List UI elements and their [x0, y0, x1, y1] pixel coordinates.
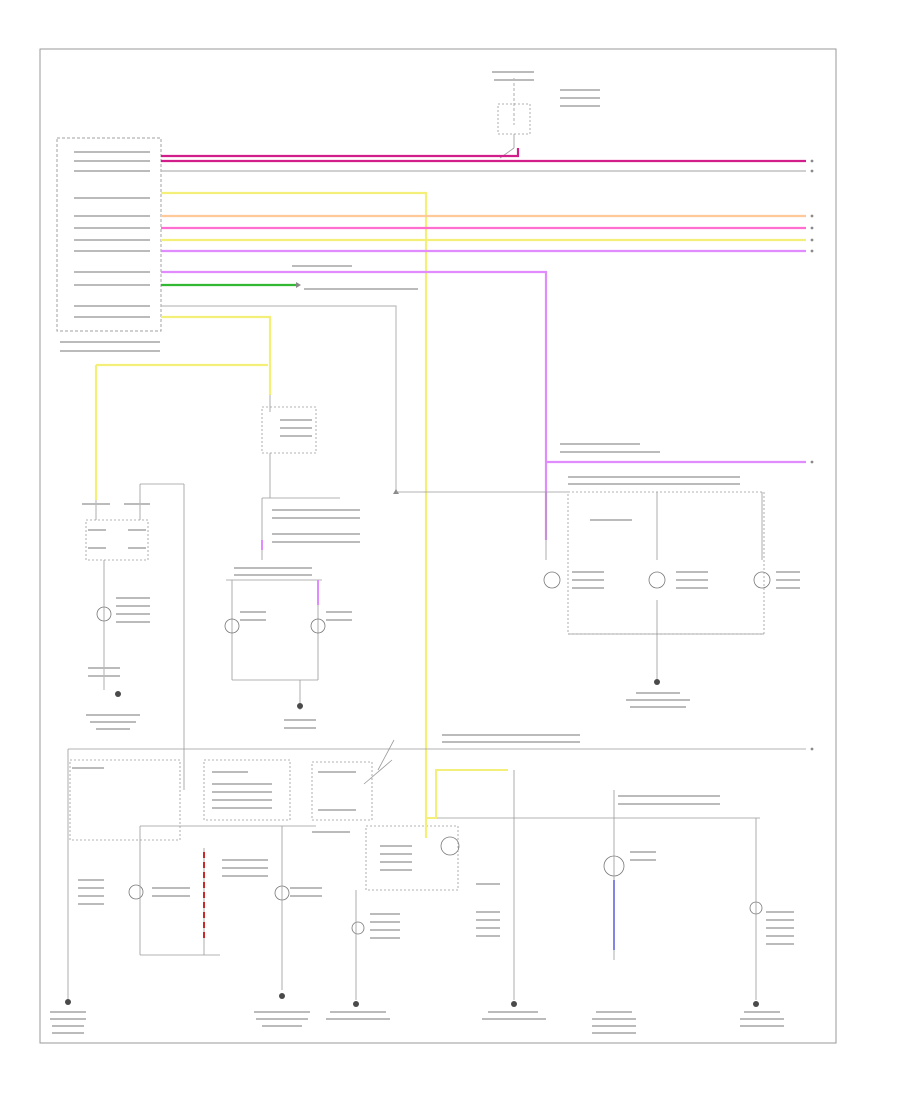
ground-symbol	[511, 1001, 517, 1007]
wire-violet-2	[161, 270, 548, 540]
ground-symbol	[753, 1001, 759, 1007]
ground-symbol	[353, 1001, 359, 1007]
ground-symbol	[115, 691, 121, 697]
wire-yellow-long	[161, 191, 428, 838]
right-lamp-labels	[572, 519, 800, 708]
ground-symbol	[279, 993, 285, 999]
harness-wires	[94, 148, 806, 838]
left-lamp-labels	[82, 503, 150, 730]
ground-symbol	[65, 999, 71, 1005]
body-control-module-connector	[56, 137, 162, 332]
diagram-frame	[39, 48, 837, 1044]
connector-arrows	[296, 159, 814, 751]
wire-magenta-1	[161, 148, 520, 158]
dimmer-module	[226, 395, 340, 710]
lamp-symbols	[96, 571, 771, 935]
wire-label-marks	[60, 71, 740, 805]
lower-circuit	[67, 739, 806, 1000]
lamp-symbol	[351, 921, 365, 935]
wire-yellow-lower	[425, 769, 508, 838]
ground-symbol	[654, 679, 660, 685]
wire-gray-2	[161, 305, 397, 492]
top-fuse-block	[497, 78, 531, 159]
lamp-symbol	[648, 571, 666, 589]
wire-yellow-3	[161, 315, 272, 395]
right-lamp-cluster	[396, 491, 765, 680]
left-lamp-circuit	[85, 483, 185, 790]
wire-yellow-left	[94, 363, 268, 500]
lamp-symbol	[224, 618, 240, 634]
dimmer-labels	[234, 419, 360, 729]
lamp-symbol	[753, 571, 771, 589]
lamp-symbol	[440, 836, 460, 856]
ground-symbol	[297, 703, 303, 709]
lamp-symbol	[310, 618, 326, 634]
lamp-symbol	[543, 571, 561, 589]
ground-symbols	[65, 679, 759, 1007]
lamp-symbol	[128, 884, 144, 900]
lower-labels	[50, 767, 794, 1034]
